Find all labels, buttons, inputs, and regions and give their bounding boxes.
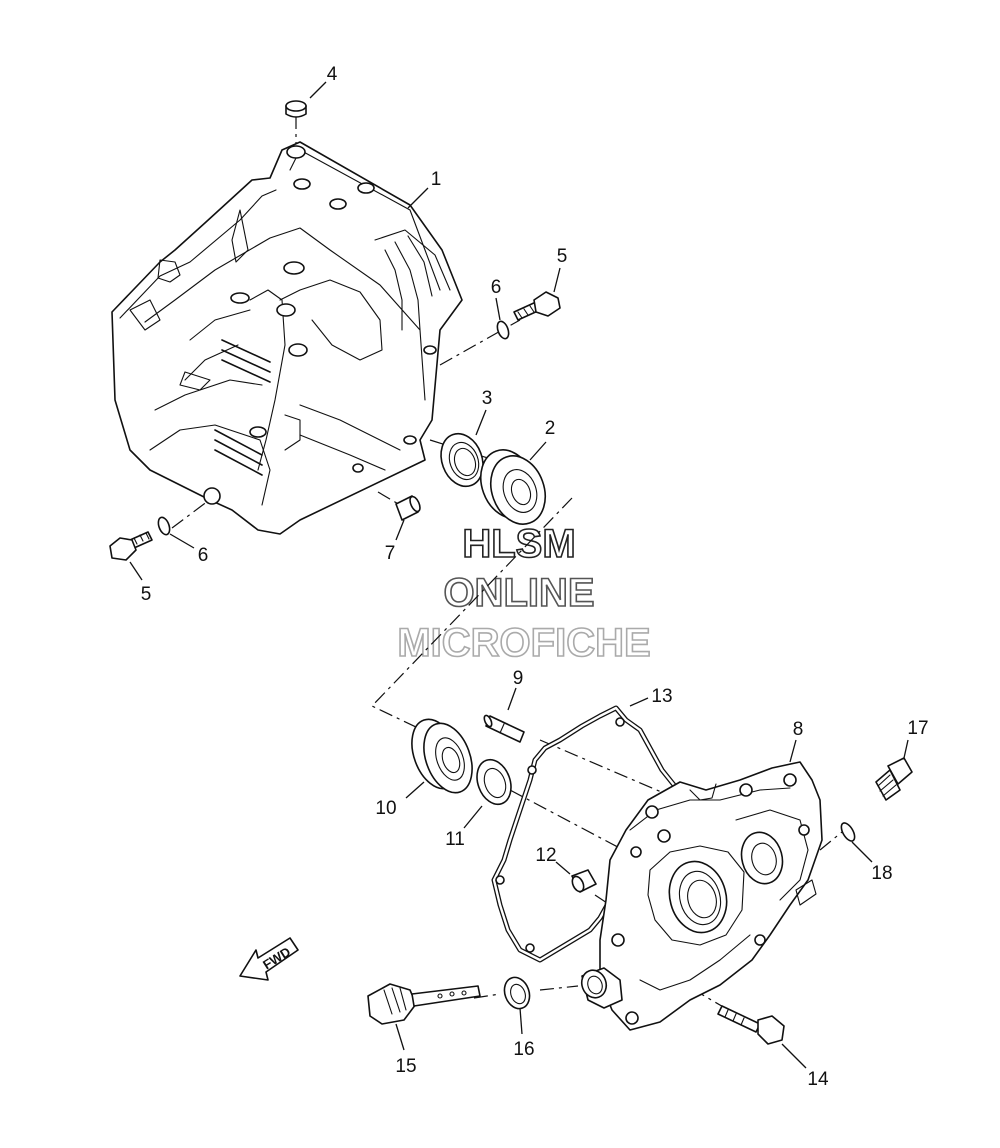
o-ring-part-18 — [840, 822, 856, 842]
callout-8: 8 — [793, 719, 804, 740]
callout-14: 14 — [807, 1069, 829, 1090]
callout-2: 2 — [545, 418, 556, 439]
leader-lines — [129, 81, 909, 1069]
callout-numbers: 1 2 3 4 5 5 6 6 7 8 9 10 11 12 13 14 15 … — [141, 64, 929, 1090]
callout-9: 9 — [513, 668, 524, 689]
bolt-part-14 — [717, 1005, 785, 1045]
callout-11: 11 — [445, 829, 465, 850]
callout-12: 12 — [535, 845, 556, 866]
crankcase-left-part-1 — [111, 141, 463, 535]
bearing-part-10 — [411, 718, 473, 794]
plug-part-17 — [875, 757, 913, 801]
callout-16: 16 — [513, 1039, 534, 1060]
callout-1: 1 — [431, 169, 442, 190]
callout-17: 17 — [907, 718, 928, 739]
watermark: HLSM ONLINE MICROFICHE — [397, 521, 652, 666]
watermark-line-2: ONLINE — [443, 571, 594, 615]
collar-part-4 — [285, 100, 307, 118]
watermark-line-3: MICROFICHE — [397, 621, 650, 665]
callout-5-lower: 5 — [141, 584, 152, 605]
watermark-line-1: HLSM — [462, 522, 575, 566]
callout-6-lower: 6 — [198, 545, 209, 566]
callout-18: 18 — [871, 863, 892, 884]
washer-part-6-upper — [496, 320, 510, 340]
plug-part-12 — [571, 869, 597, 893]
dipstick-part-15 — [367, 983, 481, 1025]
oil-seal-part-11 — [476, 758, 512, 806]
bolt-part-5-lower — [109, 531, 153, 561]
callout-5-upper: 5 — [557, 246, 568, 267]
callout-6-upper: 6 — [491, 277, 502, 298]
dowel-pin-part-7 — [395, 495, 421, 521]
washer-part-6-lower — [157, 516, 171, 536]
callout-4: 4 — [327, 64, 338, 85]
dowel-pin-part-9 — [483, 714, 525, 743]
oil-seal-part-3 — [440, 432, 484, 488]
bolt-part-5-upper — [513, 291, 561, 321]
callout-3: 3 — [482, 388, 493, 409]
o-ring-part-16 — [503, 976, 531, 1010]
crankcase-cover-part-8 — [580, 761, 823, 1031]
bearing-part-2 — [479, 449, 547, 525]
forward-arrow-icon: FWD — [239, 937, 299, 981]
callout-10: 10 — [375, 798, 396, 819]
callout-15: 15 — [395, 1056, 416, 1077]
callout-7: 7 — [385, 543, 396, 564]
callout-13: 13 — [651, 686, 672, 707]
